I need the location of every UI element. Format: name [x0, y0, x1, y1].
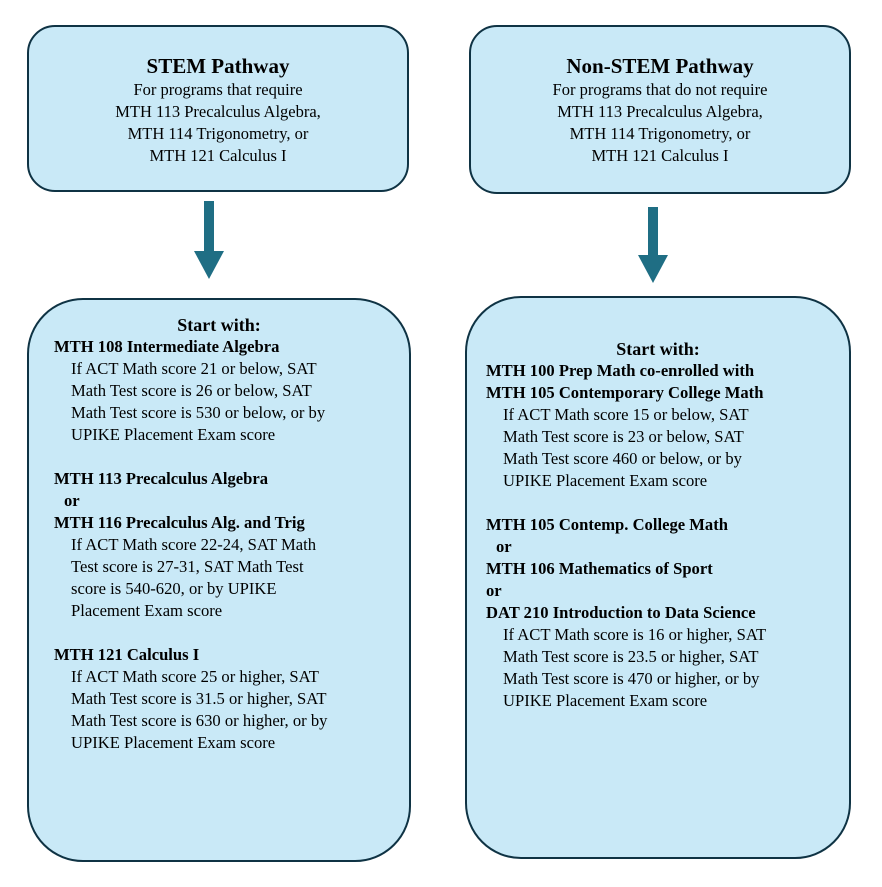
- arrow-shaft: [204, 201, 214, 255]
- course-title: MTH 106 Mathematics of Sport: [486, 559, 713, 578]
- nonstem-pathway-box: Non-STEM Pathway For programs that do no…: [469, 25, 851, 194]
- placement-criteria-line: If ACT Math score 22-24, SAT Math: [71, 535, 317, 554]
- course-title: MTH 113 Precalculus Algebra: [54, 469, 269, 488]
- course-title: MTH 121 Calculus I: [54, 645, 200, 664]
- placement-criteria-line: UPIKE Placement Exam score: [503, 691, 708, 710]
- nonstem-pathway-title: Non-STEM Pathway: [566, 54, 754, 78]
- or-connector: or: [496, 537, 512, 556]
- nonstem-subtitle-line: MTH 113 Precalculus Algebra,: [557, 102, 763, 121]
- nonstem-subtitle-line: MTH 114 Trigonometry, or: [569, 124, 751, 143]
- start-with-heading: Start with:: [177, 315, 261, 335]
- placement-criteria-line: If ACT Math score 25 or higher, SAT: [71, 667, 319, 686]
- nonstem-subtitle-line: For programs that do not require: [552, 80, 768, 99]
- placement-criteria-line: score is 540-620, or by UPIKE: [71, 579, 277, 598]
- start-with-heading: Start with:: [616, 339, 700, 359]
- placement-criteria-line: Math Test score is 23 or below, SAT: [503, 427, 744, 446]
- stem-subtitle-line: MTH 114 Trigonometry, or: [127, 124, 309, 143]
- nonstem-start-box: Start with: MTH 100 Prep Math co-enrolle…: [465, 296, 851, 859]
- placement-criteria-line: Math Test score is 23.5 or higher, SAT: [503, 647, 759, 666]
- stem-pathway-box: STEM Pathway For programs that require M…: [27, 25, 409, 192]
- arrow-head: [194, 251, 224, 279]
- nonstem-subtitle-line: MTH 121 Calculus I: [591, 146, 729, 165]
- placement-criteria-line: Math Test score is 31.5 or higher, SAT: [71, 689, 327, 708]
- placement-criteria-line: If ACT Math score 21 or below, SAT: [71, 359, 317, 378]
- placement-criteria-line: Math Test score 460 or below, or by: [503, 449, 742, 468]
- course-title: MTH 105 Contemp. College Math: [486, 515, 728, 534]
- placement-criteria-line: If ACT Math score is 16 or higher, SAT: [503, 625, 767, 644]
- placement-criteria-line: Math Test score is 630 or higher, or by: [71, 711, 328, 730]
- course-title: DAT 210 Introduction to Data Science: [486, 603, 756, 622]
- or-connector: or: [64, 491, 80, 510]
- placement-criteria-line: UPIKE Placement Exam score: [71, 425, 276, 444]
- placement-criteria-line: Math Test score is 470 or higher, or by: [503, 669, 760, 688]
- down-arrow-icon: [638, 207, 668, 283]
- course-title: MTH 100 Prep Math co-enrolled with: [486, 361, 755, 380]
- course-title: MTH 108 Intermediate Algebra: [54, 337, 280, 356]
- placement-criteria-line: Test score is 27-31, SAT Math Test: [71, 557, 304, 576]
- stem-start-box: Start with: MTH 108 Intermediate Algebra…: [27, 298, 411, 862]
- arrow-shaft: [648, 207, 658, 259]
- stem-subtitle-line: MTH 113 Precalculus Algebra,: [115, 102, 321, 121]
- course-title: MTH 116 Precalculus Alg. and Trig: [54, 513, 305, 532]
- course-title: MTH 105 Contemporary College Math: [486, 383, 764, 402]
- arrow-head: [638, 255, 668, 283]
- placement-criteria-line: If ACT Math score 15 or below, SAT: [503, 405, 749, 424]
- placement-criteria-line: Math Test score is 530 or below, or by: [71, 403, 326, 422]
- placement-criteria-line: Math Test score is 26 or below, SAT: [71, 381, 312, 400]
- down-arrow-icon: [194, 201, 224, 279]
- placement-criteria-line: UPIKE Placement Exam score: [71, 733, 276, 752]
- stem-pathway-title: STEM Pathway: [146, 54, 290, 78]
- stem-subtitle-line: For programs that require: [133, 80, 303, 99]
- or-connector: or: [486, 581, 502, 600]
- placement-criteria-line: UPIKE Placement Exam score: [503, 471, 708, 490]
- placement-criteria-line: Placement Exam score: [71, 601, 223, 620]
- stem-subtitle-line: MTH 121 Calculus I: [149, 146, 287, 165]
